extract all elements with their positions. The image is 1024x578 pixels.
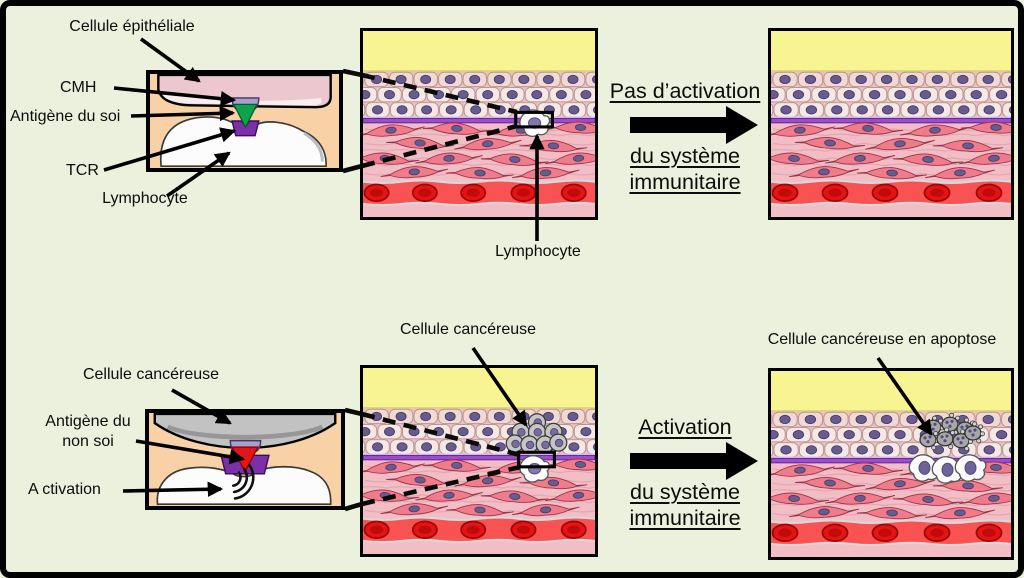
tissue-diagram-top-middle	[360, 28, 598, 220]
tissue-diagram-bottom-middle	[360, 365, 598, 557]
outcome-line3: immunitaire	[629, 170, 741, 194]
label-cancer-cell-inset: Cellule cancéreuse	[82, 366, 220, 383]
attacking-lymphocyte	[908, 454, 941, 482]
surface-layer	[363, 368, 595, 409]
blood-vessel	[363, 516, 595, 544]
basement-membrane	[363, 117, 595, 124]
outcome-activation-lines: du système immunitaire	[601, 479, 769, 531]
apoptotic-cancer-cluster	[919, 412, 985, 452]
outcome-line2: du système	[630, 480, 740, 504]
surface-layer	[771, 371, 1011, 412]
basement-membrane	[363, 454, 595, 461]
outcome-no-activation-line1: Pas d’activation	[609, 79, 761, 103]
attacking-lymphocyte	[931, 456, 964, 484]
surface-layer	[363, 31, 595, 72]
magnifier-rectangle	[517, 450, 556, 469]
fibroblast-cells	[771, 121, 1011, 180]
epithelium-layer	[771, 71, 1011, 118]
label-activation-inset: A ctivation	[28, 481, 101, 498]
tissue-diagram-bottom-right	[768, 368, 1014, 560]
label-cancer-cell-diagram: Cellule cancéreuse	[399, 321, 537, 338]
slab-gloss	[162, 91, 322, 106]
basement-membrane	[771, 117, 1011, 124]
label-nonself-antigen: Antigène du non soi	[36, 412, 140, 452]
basement-membrane	[771, 457, 1011, 464]
activation-waves	[232, 464, 255, 500]
outcome-no-activation-lines: du système immunitaire	[601, 143, 769, 195]
nonself-antigen-line2: non soi	[62, 433, 114, 450]
block-arrow-activation	[630, 442, 758, 480]
surface-layer	[771, 31, 1011, 72]
label-mhc: CMH	[60, 79, 97, 96]
label-epithelial-cell: Cellule épithéliale	[69, 18, 195, 35]
blood-vessel	[363, 179, 595, 207]
attacking-lymphocyte	[954, 454, 987, 482]
inset-nonself-recognition	[145, 409, 345, 510]
tissue-diagram-top-right	[768, 28, 1014, 220]
cancer-cell-shading	[166, 424, 324, 440]
outcome-line2: du système	[630, 144, 740, 168]
inset-self-recognition	[146, 70, 343, 172]
lymphocyte-shading	[303, 131, 324, 162]
label-cancer-apoptosis: Cellule cancéreuse en apoptose	[767, 331, 997, 348]
blood-vessel	[771, 179, 1011, 207]
outcome-activation-line1: Activation	[638, 415, 732, 439]
self-antigen	[232, 103, 258, 129]
blood-vessel	[771, 519, 1011, 547]
label-lymphocyte-inset: Lymphocyte	[102, 190, 188, 207]
label-tcr: TCR	[66, 162, 99, 179]
epithelium-layer	[363, 71, 595, 118]
magnifier-rectangle	[514, 110, 555, 129]
nonself-antigen-line1: Antigène du	[45, 413, 131, 430]
label-self-antigen: Antigène du soi	[10, 108, 121, 125]
block-arrow-no-activation	[630, 106, 758, 144]
label-lymphocyte-diagram: Lymphocyte	[495, 243, 581, 260]
outcome-line3: immunitaire	[629, 506, 741, 530]
